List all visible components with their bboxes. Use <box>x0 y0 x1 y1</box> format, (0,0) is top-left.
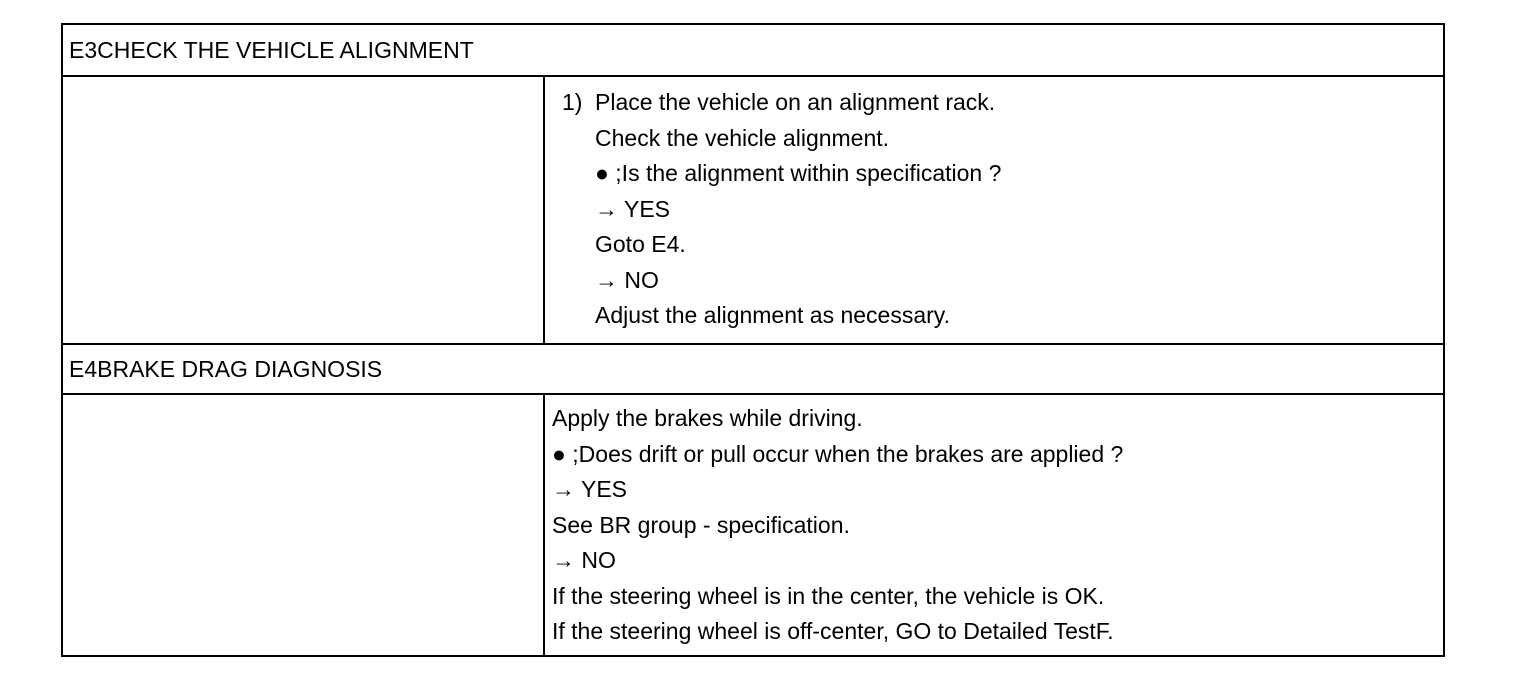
action-cell-e4: Apply the brakes while driving. ● ;Does … <box>543 393 1445 657</box>
section-body-row-e4: Apply the brakes while driving. ● ;Does … <box>61 393 1445 657</box>
step-number: 1) <box>562 89 583 115</box>
action-cell-e3: 1) Place the vehicle on an alignment rac… <box>543 75 1445 345</box>
text-line: ● ;Is the alignment within specification… <box>595 160 1002 186</box>
text-line: Apply the brakes while driving. <box>552 405 863 431</box>
diagnostic-table: E3CHECK THE VEHICLE ALIGNMENT 1) Place t… <box>61 23 1445 657</box>
step-lines-e4: Apply the brakes while driving. ● ;Does … <box>545 395 1443 650</box>
section-body-row-e3: 1) Place the vehicle on an alignment rac… <box>61 75 1445 345</box>
text-line: Place the vehicle on an alignment rack. <box>595 89 996 115</box>
text-line: If the steering wheel is off-center, GO … <box>552 618 1114 644</box>
text-line: → YES <box>552 476 627 502</box>
text-line: Check the vehicle alignment. <box>595 124 890 151</box>
section-heading-e4: E4BRAKE DRAG DIAGNOSIS <box>61 343 1445 395</box>
condition-cell-e3 <box>61 75 545 345</box>
text-line: ● ;Does drift or pull occur when the bra… <box>552 440 1124 467</box>
text-line: Goto E4. <box>595 231 686 257</box>
condition-cell-e4 <box>61 393 545 657</box>
text-line: → NO <box>595 266 659 293</box>
text-line: Adjust the alignment as necessary. <box>595 302 950 328</box>
step-lines-e3: Place the vehicle on an alignment rack. … <box>595 85 1443 334</box>
section-heading-row-e4: E4BRAKE DRAG DIAGNOSIS <box>61 343 1445 395</box>
text-line: See BR group - specification. <box>552 511 850 538</box>
step-block-e3: 1) Place the vehicle on an alignment rac… <box>545 77 1443 334</box>
text-line: → NO <box>552 547 616 573</box>
section-heading-e3: E3CHECK THE VEHICLE ALIGNMENT <box>61 23 1445 77</box>
text-line: → YES <box>595 195 670 222</box>
section-heading-row-e3: E3CHECK THE VEHICLE ALIGNMENT <box>61 23 1445 77</box>
text-line: If the steering wheel is in the center, … <box>552 582 1105 609</box>
